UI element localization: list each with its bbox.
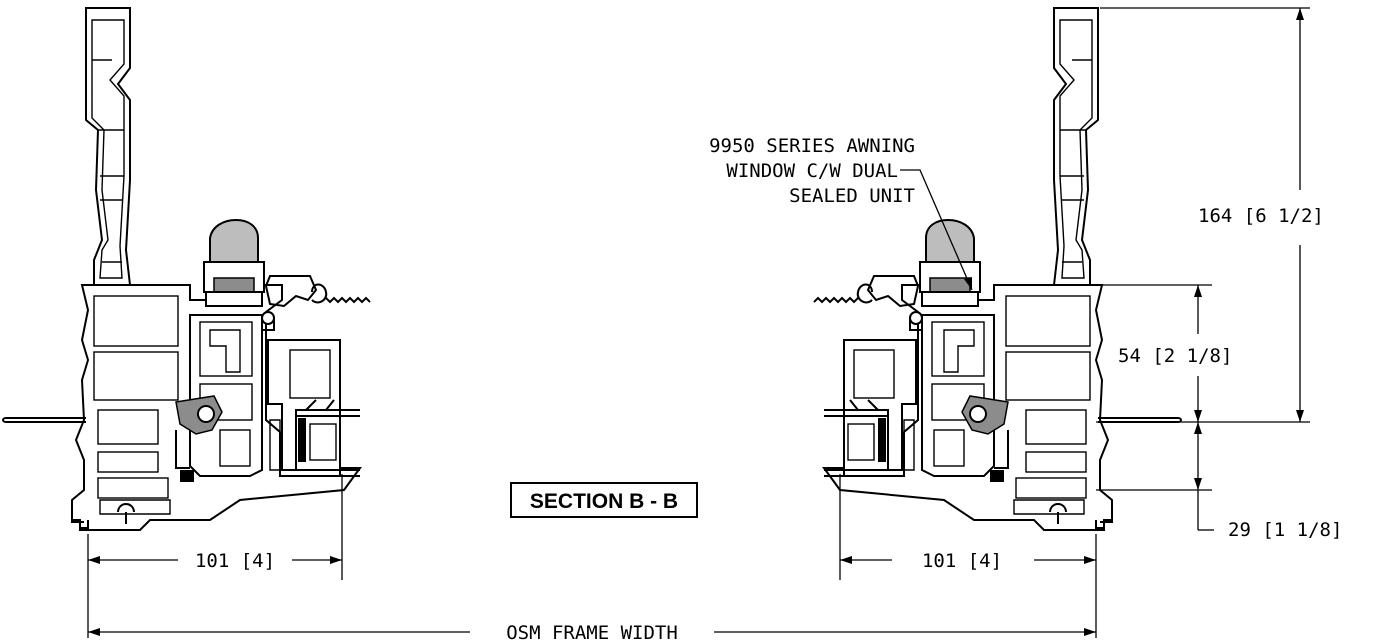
height-dimensions: 164 [6 1/2] 54 [2 1/8] 29 [1 1/8]	[1096, 7, 1342, 541]
left-depth-label: 101 [4]	[195, 550, 275, 572]
section-title: SECTION B - B	[530, 490, 678, 513]
callout-line-1: 9950 SERIES AWNING	[709, 135, 915, 157]
height-lower-label: 29 [1 1/8]	[1228, 519, 1342, 541]
right-frame-profile	[813, 7, 1182, 531]
section-title-box: SECTION B - B	[510, 482, 698, 518]
height-total-label: 164 [6 1/2]	[1198, 205, 1324, 227]
callout-note: 9950 SERIES AWNING WINDOW C/W DUAL SEALE…	[709, 135, 973, 291]
right-depth-dimension: 101 [4]	[839, 474, 1097, 638]
left-frame-profile	[2, 7, 371, 531]
left-depth-dimension: 101 [4]	[87, 474, 343, 585]
height-upper-label: 54 [2 1/8]	[1118, 345, 1232, 367]
callout-line-2: WINDOW C/W DUAL	[726, 160, 898, 182]
right-depth-label: 101 [4]	[922, 550, 1002, 572]
overall-width-dimension: OSM FRAME WIDTH	[87, 585, 1096, 642]
overall-width-label: OSM FRAME WIDTH	[506, 622, 678, 642]
callout-line-3: SEALED UNIT	[789, 185, 915, 207]
